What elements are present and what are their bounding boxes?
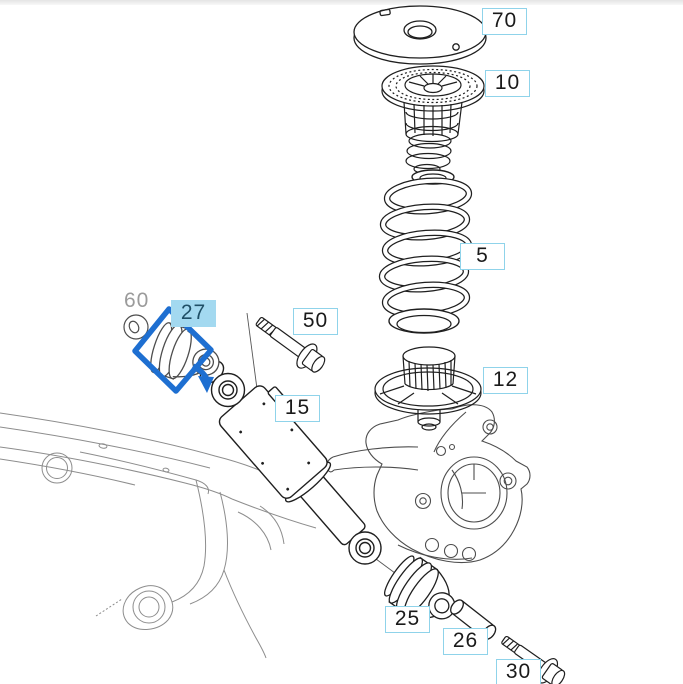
highlight-arrow-icon (191, 363, 214, 393)
part-label-50[interactable]: 50 (293, 308, 338, 335)
highlight-diamond-marker (132, 306, 214, 394)
part-label-70[interactable]: 70 (482, 8, 527, 35)
part-label-12[interactable]: 12 (483, 367, 528, 394)
top-edge-band (0, 0, 683, 5)
part-label-25[interactable]: 25 (385, 606, 430, 633)
washer-drawing (123, 314, 149, 340)
lower-spring-seat-drawing (374, 346, 482, 431)
part-label-10[interactable]: 10 (485, 70, 530, 97)
part-label-60: 60 (124, 289, 150, 312)
part-label-26[interactable]: 26 (443, 628, 488, 655)
wheel-hub-knuckle-drawing (326, 404, 531, 564)
bump-stop-bellows-drawing (405, 133, 452, 175)
upper-spring-mount-drawing (381, 65, 485, 175)
part-label-30[interactable]: 30 (496, 659, 541, 684)
part-label-15[interactable]: 15 (275, 395, 320, 422)
shock-absorber-drawing (199, 360, 382, 565)
part-label-27-highlighted[interactable]: 27 (171, 300, 216, 327)
part-label-5[interactable]: 5 (460, 243, 505, 270)
coil-spring-drawing (378, 169, 473, 334)
upper-mounting-bolt-drawing (255, 316, 326, 373)
top-mounting-plate-drawing (353, 5, 487, 65)
